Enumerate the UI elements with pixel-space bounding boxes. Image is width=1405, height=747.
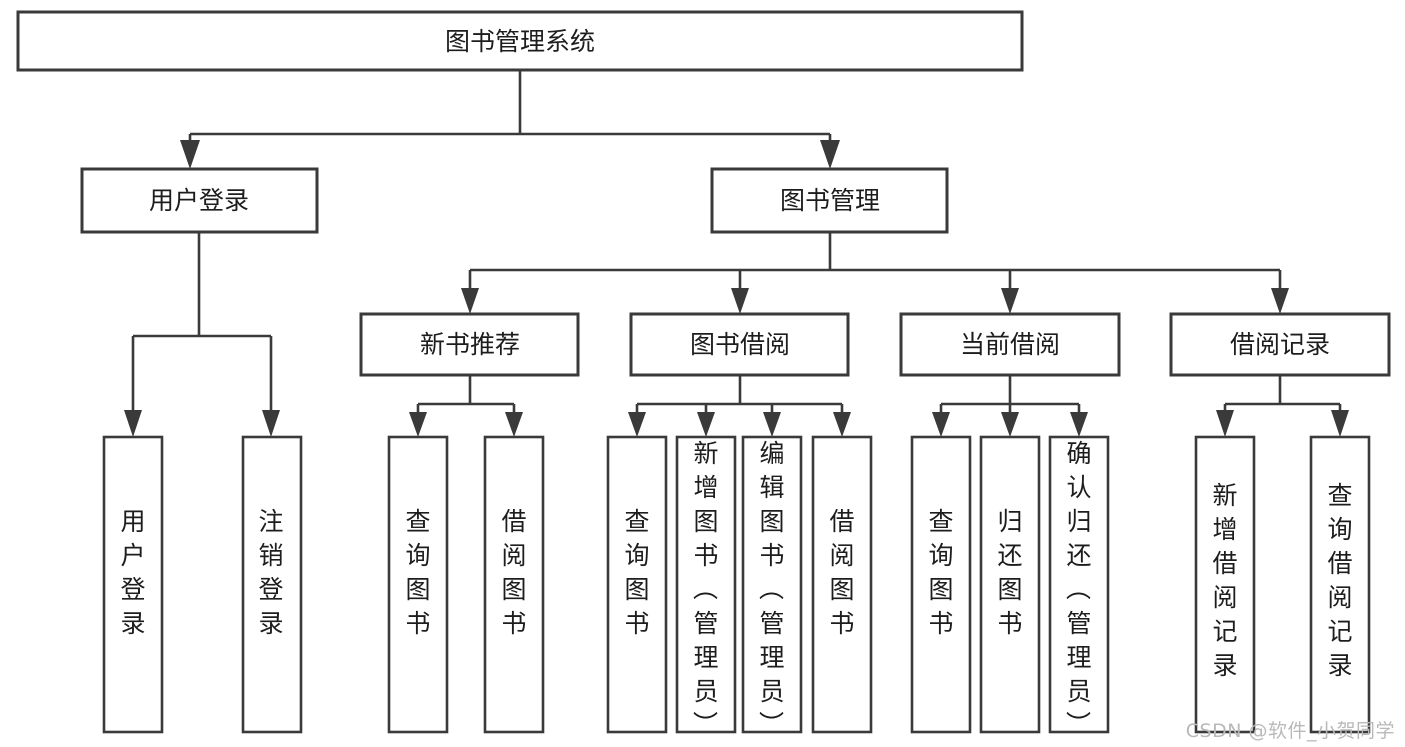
node-book-manage-label: 图书管理	[780, 186, 880, 215]
connector-borrowrecord-to-leaves	[1223, 375, 1342, 422]
arrow-icon-to-leaf-return-book	[1001, 412, 1019, 437]
arrow-icon-to-book-manage	[820, 140, 840, 169]
node-leaf-query-book-2[interactable]: 查询图书	[606, 435, 668, 734]
node-user-login-box[interactable]	[80, 167, 319, 234]
node-leaf-user-login-box[interactable]	[102, 435, 164, 734]
node-leaf-borrow-book-1-box[interactable]	[483, 435, 545, 734]
arrow-icon-to-leaf-borrow-book-2	[833, 412, 851, 437]
arrow-icon-to-leaf-edit-book	[763, 412, 781, 437]
connector-bookborrow-to-leaves	[635, 375, 844, 422]
node-leaf-edit-book[interactable]: 编辑图书（管理员）	[741, 435, 803, 740]
connector-root-to-level2	[188, 70, 832, 158]
node-leaf-query-book-2-box[interactable]	[606, 435, 668, 734]
node-leaf-user-logout[interactable]: 注销登录	[241, 435, 303, 734]
node-leaf-add-book[interactable]: 新增图书（管理员）	[675, 435, 737, 740]
node-leaf-user-logout-box[interactable]	[241, 435, 303, 734]
node-book-borrow-box[interactable]	[629, 312, 850, 377]
arrow-icon-to-leaf-user-login	[124, 410, 142, 437]
node-leaf-confirm-return-label: 确认归还（管理员）	[1066, 439, 1092, 740]
connector-newbook-to-leaves	[416, 375, 516, 422]
arrow-icon-to-leaf-borrow-book-1	[505, 412, 523, 437]
node-borrow-record-label: 借阅记录	[1230, 330, 1330, 359]
node-leaf-query-book-1-label: 查询图书	[405, 507, 430, 638]
node-root[interactable]: 图书管理系统	[16, 10, 1024, 72]
arrow-icon-to-leaf-user-logout	[262, 410, 280, 437]
node-leaf-query-record-box[interactable]	[1309, 435, 1371, 734]
arrow-icon-to-borrow-record	[1271, 288, 1289, 314]
connector-layer	[131, 70, 1342, 422]
node-leaf-add-book-label: 新增图书（管理员）	[693, 439, 719, 740]
node-leaf-user-login-label: 用户登录	[120, 507, 145, 638]
node-current-borrow[interactable]: 当前借阅	[899, 312, 1121, 377]
node-book-borrow-label: 图书借阅	[690, 330, 790, 359]
node-leaf-add-record[interactable]: 新增借阅记录	[1194, 435, 1256, 734]
arrowhead-layer	[124, 140, 1349, 437]
arrow-icon-to-leaf-query-record	[1331, 410, 1349, 437]
node-leaf-add-record-label: 新增借阅记录	[1212, 481, 1237, 680]
node-root-label: 图书管理系统	[445, 27, 595, 56]
node-leaf-query-book-3-box[interactable]	[910, 435, 972, 734]
node-leaf-query-record-label: 查询借阅记录	[1327, 481, 1352, 680]
arrow-icon-to-leaf-add-record	[1216, 410, 1234, 437]
node-borrow-record[interactable]: 借阅记录	[1169, 312, 1391, 377]
node-user-login-label: 用户登录	[149, 186, 249, 215]
connector-userlogin-to-leaves	[131, 232, 273, 420]
arrow-icon-to-leaf-confirm-return	[1070, 412, 1088, 437]
arrow-icon-to-leaf-add-book	[697, 412, 715, 437]
node-book-borrow[interactable]: 图书借阅	[629, 312, 850, 377]
node-new-book-recommend[interactable]: 新书推荐	[359, 312, 580, 377]
node-user-login[interactable]: 用户登录	[80, 167, 319, 234]
node-leaf-user-logout-label: 注销登录	[258, 507, 283, 638]
arrow-icon-to-leaf-query-book-3	[932, 412, 950, 437]
node-leaf-edit-book-label: 编辑图书（管理员）	[759, 439, 785, 740]
node-leaf-query-book-3[interactable]: 查询图书	[910, 435, 972, 734]
node-borrow-record-box[interactable]	[1169, 312, 1391, 377]
arrow-icon-to-current-borrow	[1001, 288, 1019, 314]
arrow-icon-to-user-login	[180, 140, 200, 169]
node-leaf-user-login[interactable]: 用户登录	[102, 435, 164, 734]
node-book-manage-box[interactable]	[710, 167, 949, 234]
connector-bookmanage-to-level3	[468, 232, 1282, 296]
arrow-icon-to-leaf-query-book-2	[628, 412, 646, 437]
arrow-icon-to-new-book-recommend	[461, 288, 479, 314]
node-leaf-query-record[interactable]: 查询借阅记录	[1309, 435, 1371, 734]
node-leaf-return-book[interactable]: 归还图书	[979, 435, 1041, 734]
node-leaf-edit-book-box[interactable]	[741, 435, 803, 734]
node-new-book-recommend-label: 新书推荐	[420, 330, 520, 359]
node-leaf-return-book-label: 归还图书	[997, 507, 1022, 638]
arrow-icon-to-leaf-query-book-1	[409, 412, 427, 437]
node-root-box[interactable]	[16, 10, 1024, 72]
node-leaf-borrow-book-2[interactable]: 借阅图书	[811, 435, 873, 734]
node-leaf-add-record-box[interactable]	[1194, 435, 1256, 734]
node-leaf-borrow-book-1[interactable]: 借阅图书	[483, 435, 545, 734]
node-leaf-query-book-1[interactable]: 查询图书	[387, 435, 449, 734]
node-leaf-return-book-box[interactable]	[979, 435, 1041, 734]
node-new-book-recommend-box[interactable]	[359, 312, 580, 377]
node-leaf-borrow-book-1-label: 借阅图书	[501, 507, 526, 638]
node-leaf-borrow-book-2-label: 借阅图书	[829, 507, 854, 638]
node-book-manage[interactable]: 图书管理	[710, 167, 949, 234]
node-leaf-query-book-2-label: 查询图书	[624, 507, 649, 638]
node-leaf-query-book-1-box[interactable]	[387, 435, 449, 734]
node-leaf-query-book-3-label: 查询图书	[928, 507, 953, 638]
node-current-borrow-label: 当前借阅	[960, 330, 1060, 359]
node-leaf-confirm-return-box[interactable]	[1048, 435, 1110, 734]
csdn-watermark: CSDN @软件_小贺同学	[1185, 720, 1395, 742]
node-leaf-borrow-book-2-box[interactable]	[811, 435, 873, 734]
arrow-icon-to-book-borrow	[731, 288, 749, 314]
node-leaf-add-book-box[interactable]	[675, 435, 737, 734]
node-leaf-confirm-return[interactable]: 确认归还（管理员）	[1048, 435, 1110, 740]
node-current-borrow-box[interactable]	[899, 312, 1121, 377]
